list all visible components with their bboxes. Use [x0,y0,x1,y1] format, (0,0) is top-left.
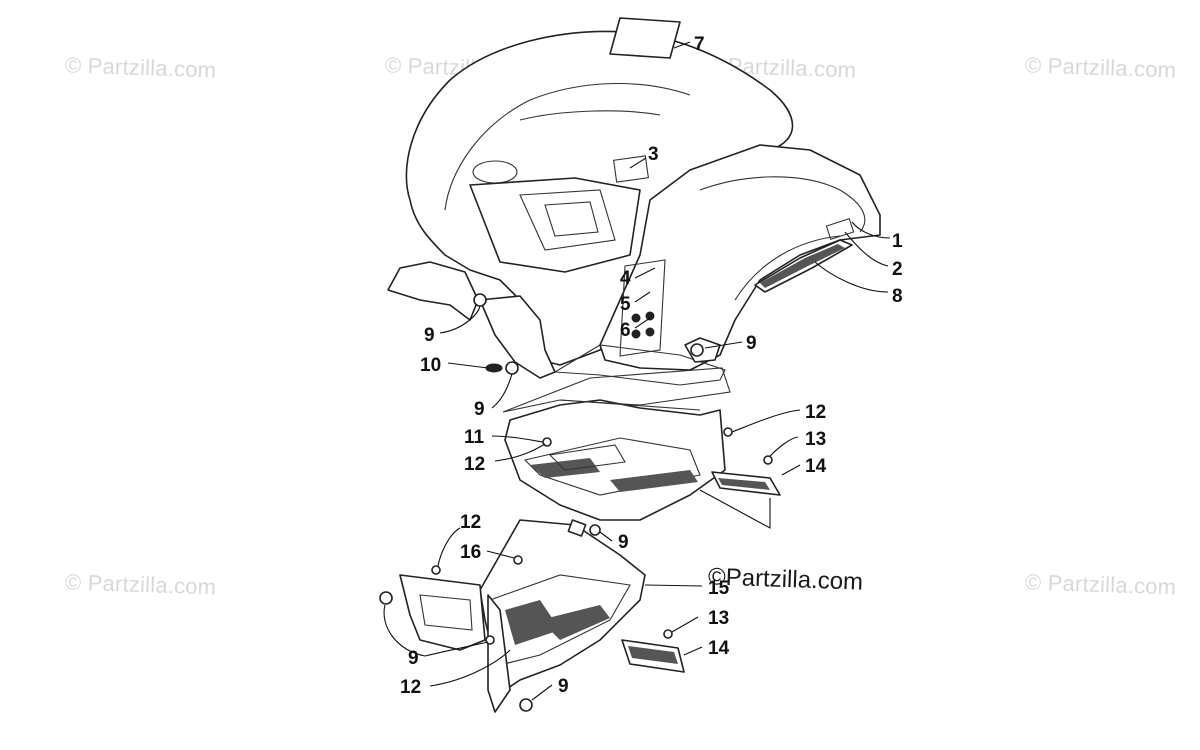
callout-14-a: 14 [805,456,827,477]
callout-16: 16 [460,542,481,563]
callout-12-b: 12 [464,454,485,475]
callouts: 7 3 1 2 8 4 5 6 9 9 10 9 12 13 14 11 12 … [400,34,903,698]
callout-14-b: 14 [708,638,730,659]
callout-3: 3 [648,144,659,165]
callout-6: 6 [620,320,631,341]
plate-outline [502,367,731,413]
callout-8: 8 [892,286,903,307]
callout-12-d: 12 [400,677,421,698]
callout-10: 10 [420,355,441,376]
callout-9-d: 9 [618,532,629,553]
callout-9-a: 9 [424,325,435,346]
callout-11: 11 [464,427,485,448]
callout-13-b: 13 [708,608,729,629]
callout-5: 5 [620,294,631,315]
callout-15: 15 [708,578,730,599]
callout-9-c: 9 [474,399,485,420]
step-plate-lower [621,639,685,673]
callout-7: 7 [694,34,705,55]
footwell-left [399,519,646,713]
footwell-right [504,399,726,521]
callout-9-e: 9 [408,648,419,669]
leader-lines [383,41,891,701]
callout-13-a: 13 [805,429,826,450]
rear-fender [387,30,881,386]
callout-12-a: 12 [805,402,826,423]
callout-12-c: 12 [460,512,481,533]
decal-7 [609,17,681,59]
callout-9-b: 9 [746,333,757,354]
callout-9-f: 9 [558,676,569,697]
callout-2: 2 [892,259,903,280]
callout-4: 4 [620,268,631,289]
brand-watermark: ©Partzilla.com [707,563,864,596]
step-plate-upper [711,471,781,496]
callout-1: 1 [892,231,903,252]
